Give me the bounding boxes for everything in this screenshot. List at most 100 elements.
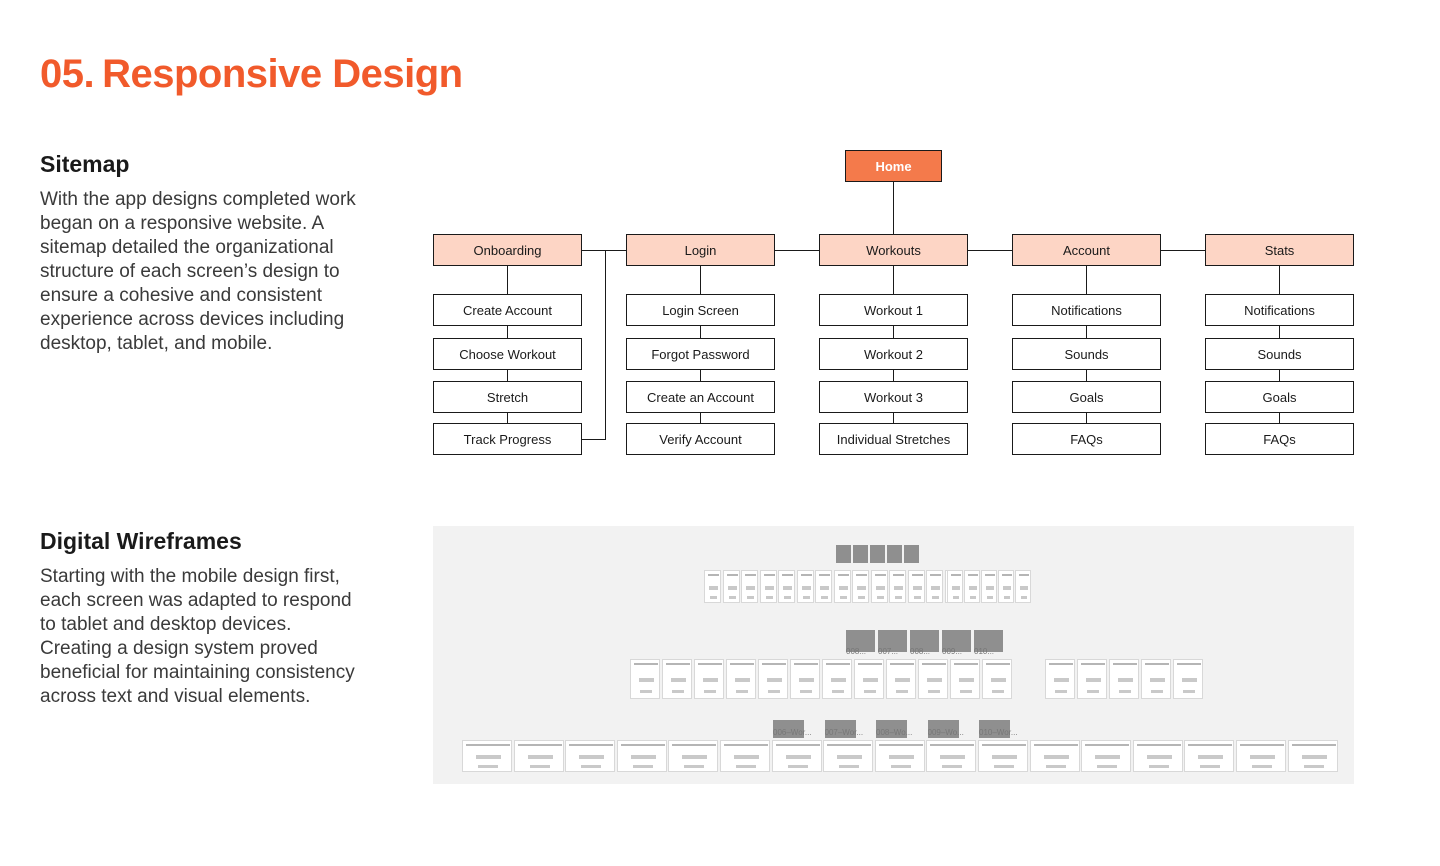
sitemap-node-stats: Stats: [1205, 234, 1354, 266]
wireframe-thumbnail: [886, 659, 916, 699]
wireframe-content-block: [838, 586, 848, 590]
sitemap-node-create-an-account: Create an Account: [626, 381, 775, 413]
title-text: Responsive Design: [102, 52, 463, 96]
wireframe-content-block: [1021, 596, 1027, 599]
wireframe-header-bar: [698, 663, 722, 665]
wireframe-image-thumbnail: [773, 720, 804, 738]
wireframe-content-block: [783, 586, 792, 590]
wireframe-content-block: [1054, 678, 1069, 682]
wireframe-content-block: [932, 596, 939, 599]
wireframe-content-block: [734, 755, 759, 759]
wireframe-header-bar: [837, 574, 849, 576]
wireframe-thumbnail: [926, 570, 943, 603]
wireframe-content-block: [736, 765, 756, 768]
wireframe-content-block: [684, 765, 705, 768]
wireframe-content-block: [952, 586, 960, 590]
wireframe-thumbnail: [462, 740, 512, 772]
wireframe-content-block: [710, 596, 717, 599]
wireframe-thumbnail: [759, 570, 777, 603]
wireframes-heading: Digital Wireframes: [40, 528, 242, 554]
wireframe-image-thumbnail: [887, 545, 902, 563]
wireframe-content-block: [928, 690, 940, 693]
wireframe-label: 009–Wo...: [927, 728, 964, 737]
wireframe-header-bar: [1136, 744, 1181, 746]
wireframe-content-block: [527, 755, 553, 759]
sitemap-node-faqs: FAQs: [1012, 423, 1161, 455]
wireframe-thumbnail: [1077, 659, 1107, 699]
wireframe-header-bar: [763, 574, 775, 576]
wireframe-content-block: [959, 678, 974, 682]
wireframe-label: 010–Wor...: [979, 728, 1018, 737]
wireframe-content-block: [839, 596, 847, 599]
wireframe-content-block: [1183, 690, 1195, 693]
wireframe-content-block: [1303, 765, 1324, 768]
wireframe-content-block: [1118, 678, 1133, 682]
wireframe-content-block: [735, 678, 750, 682]
sitemap-heading: Sitemap: [40, 151, 130, 177]
sitemap-node-choose-workout: Choose Workout: [433, 338, 582, 370]
wireframe-content-block: [671, 678, 686, 682]
wireframe-thumbnail: [668, 740, 719, 772]
wireframe-thumbnail: [1109, 659, 1139, 699]
wireframe-content-block: [476, 755, 501, 759]
wireframe-content-block: [1182, 678, 1197, 682]
wireframe-label: 007...: [878, 647, 899, 656]
wireframe-label: 008–Wo...: [876, 728, 913, 737]
wireframe-content-block: [875, 586, 885, 590]
sitemap-node-onboarding: Onboarding: [433, 234, 582, 266]
sitemap-node-track-progress: Track Progress: [433, 423, 582, 455]
category-link-line: [968, 249, 1012, 251]
bracket-line: [605, 250, 606, 439]
wireframe-content-block: [630, 755, 656, 759]
wireframe-thumbnail: [616, 740, 667, 772]
wireframe-content-block: [927, 678, 942, 682]
wireframe-header-bar: [856, 574, 867, 576]
wireframe-header-bar: [724, 744, 768, 746]
wireframe-header-bar: [968, 574, 978, 576]
wireframe-content-block: [820, 586, 829, 590]
sitemap-node-verify-account: Verify Account: [626, 423, 775, 455]
wireframe-image-thumbnail: [904, 545, 919, 563]
wireframe-canvas: 008...007...008...009...010...006–Wor...…: [433, 526, 1354, 784]
wireframe-header-bar: [1081, 663, 1105, 665]
wireframe-header-bar: [517, 744, 562, 746]
wireframe-content-block: [992, 755, 1017, 759]
wireframe-image-thumbnail: [876, 720, 907, 738]
wireframe-content-block: [831, 678, 846, 682]
wireframe-content-block: [896, 690, 908, 693]
wireframe-content-block: [640, 690, 652, 693]
wireframe-header-bar: [930, 744, 975, 746]
wireframe-thumbnail: [1029, 740, 1080, 772]
sitemap-node-login: Login: [626, 234, 775, 266]
wireframe-header-bar: [982, 744, 1026, 746]
wireframe-header-bar: [620, 744, 665, 746]
wireframe-thumbnail: [662, 659, 692, 699]
wireframe-thumbnail: [565, 740, 616, 772]
wireframe-header-bar: [893, 574, 904, 576]
wireframe-header-bar: [1188, 744, 1233, 746]
wireframe-content-block: [953, 596, 959, 599]
wireframe-thumbnail: [870, 570, 888, 603]
wireframe-thumbnail: [947, 570, 963, 603]
wireframe-header-bar: [1085, 744, 1130, 746]
wireframe-image-thumbnail: [836, 545, 851, 563]
sitemap-node-stretch: Stretch: [433, 381, 582, 413]
wireframe-content-block: [1003, 586, 1011, 590]
wireframe-label: 008...: [910, 647, 931, 656]
wireframe-label: 006–Wor...: [773, 728, 812, 737]
wireframe-header-bar: [666, 663, 690, 665]
category-link-line: [582, 249, 626, 251]
wireframe-header-bar: [1002, 574, 1012, 576]
wireframe-content-block: [987, 596, 993, 599]
wireframe-header-bar: [1019, 574, 1029, 576]
sitemap-node-individual-stretches: Individual Stretches: [819, 423, 968, 455]
wireframe-content-block: [1095, 755, 1121, 759]
wireframe-thumbnail: [998, 570, 1014, 603]
wireframe-content-block: [895, 596, 902, 599]
wireframe-content-block: [768, 690, 780, 693]
wireframe-content-block: [1252, 765, 1272, 768]
wireframe-image-thumbnail: [979, 720, 1010, 738]
wireframe-content-block: [785, 755, 811, 759]
wireframe-content-block: [747, 596, 754, 599]
wireframe-thumbnail: [1173, 659, 1203, 699]
